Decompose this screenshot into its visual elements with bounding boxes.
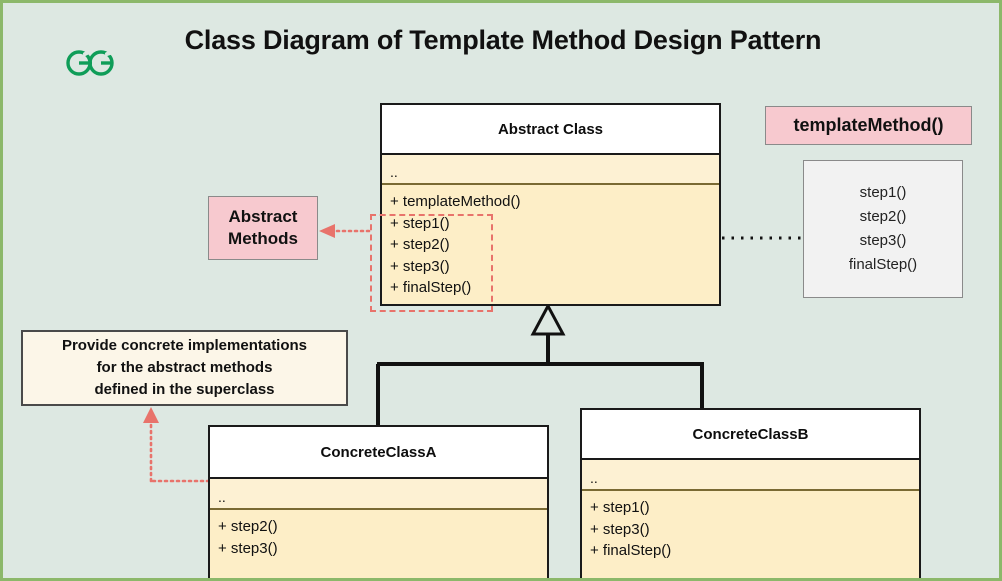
step-item: step3() (859, 232, 907, 249)
class-box-abstract-class[interactable]: Abstract Class .. + templateMethod() + s… (380, 103, 721, 306)
abstract-methods-badge-line2: Methods (228, 229, 298, 248)
class-operations-abstract-class: + templateMethod() + step1() + step2() +… (382, 185, 719, 304)
operation-item: + step3() (590, 520, 650, 538)
class-operations-concrete-class-b: + step1() + step3() + finalStep() (582, 491, 919, 578)
operation-item: + step2() (218, 518, 278, 535)
operation-item: + step3() (218, 539, 278, 557)
geeksforgeeks-logo-icon (66, 49, 115, 76)
template-method-steps-panel: step1() step2() step3() finalStep() (803, 160, 963, 298)
note-to-concrete-class-link (143, 407, 211, 483)
note-line: for the abstract methods (96, 359, 273, 376)
class-name-concrete-class-b: ConcreteClassB (582, 410, 919, 460)
class-attributes-abstract-class: .. (382, 155, 719, 185)
step-item: step2() (859, 208, 907, 225)
class-name-concrete-class-a: ConcreteClassA (210, 427, 547, 479)
abstract-methods-badge: Abstract Methods (208, 196, 318, 260)
operation-item: + finalStep() (390, 279, 472, 296)
operation-item: + step1() (590, 499, 650, 516)
operation-item: + templateMethod() (390, 193, 521, 210)
note-line: Provide concrete implementations (61, 337, 308, 354)
operation-item: + step3() (390, 257, 450, 275)
class-operations-concrete-class-a: + step2() + step3() (210, 510, 547, 578)
operation-item: + step2() (390, 236, 450, 253)
note-box: Provide concrete implementations for the… (21, 330, 348, 406)
class-box-concrete-class-a[interactable]: ConcreteClassA .. + step2() + step3() (208, 425, 549, 578)
abstract-methods-badge-line1: Abstract (228, 207, 298, 226)
page-title: Class Diagram of Template Method Design … (184, 25, 822, 55)
operation-item: + step1() (390, 214, 450, 232)
template-method-badge: templateMethod() (765, 106, 972, 145)
class-attributes-concrete-class-a: .. (210, 479, 547, 510)
step-item: finalStep() (848, 256, 918, 273)
step-item: step1() (859, 184, 907, 201)
class-box-concrete-class-b[interactable]: ConcreteClassB .. + step1() + step3() + … (580, 408, 921, 578)
class-attributes-concrete-class-b: .. (582, 460, 919, 491)
operation-item: + finalStep() (590, 542, 672, 559)
class-name-abstract-class: Abstract Class (382, 105, 719, 155)
abstract-methods-link (319, 224, 371, 238)
note-line: defined in the superclass (94, 381, 275, 398)
